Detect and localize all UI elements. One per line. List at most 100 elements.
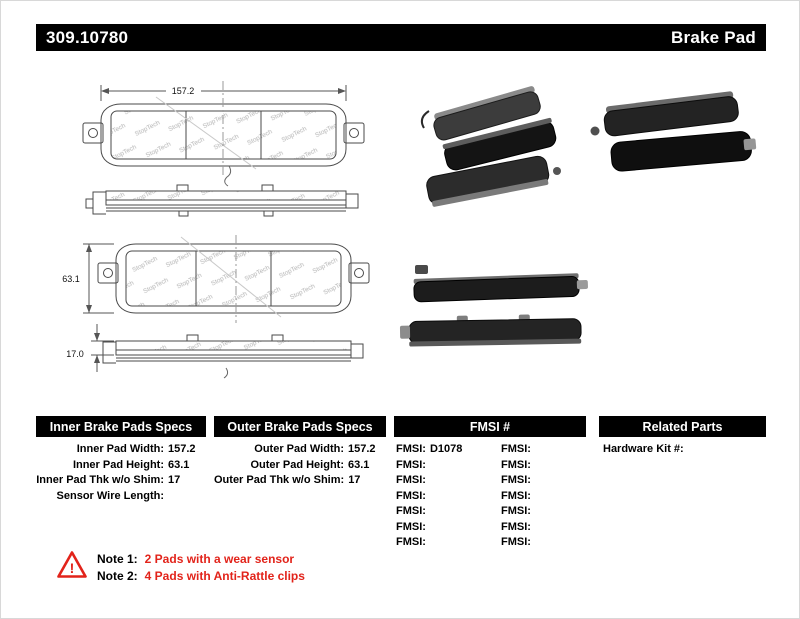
fmsi-row: FMSI:: [396, 504, 496, 520]
pad-side-view-top: [85, 184, 359, 217]
fmsi-value: [426, 535, 430, 551]
fmsi-label: FMSI:: [501, 520, 531, 533]
spec-label: Outer Pad Width:: [254, 443, 344, 455]
spec-value: 63.1: [168, 458, 190, 471]
spec-row: Inner Pad Width: 157.2: [36, 442, 206, 458]
fmsi-header: FMSI #: [394, 416, 586, 437]
fmsi-value: [426, 489, 430, 505]
dim-width-label: 157.2: [172, 86, 195, 96]
warning-exclamation: !: [70, 560, 75, 576]
fmsi-value: [531, 489, 535, 505]
fmsi-label: FMSI:: [501, 536, 531, 548]
inner-specs-header: Inner Brake Pads Specs: [36, 416, 206, 437]
fmsi-label: FMSI:: [396, 474, 426, 486]
spec-value: 157.2: [348, 443, 376, 455]
fmsi-value: [426, 458, 430, 474]
fmsi-value: [531, 442, 535, 458]
fmsi-row: FMSI:: [501, 504, 586, 520]
part-number: 309.10780: [46, 27, 129, 47]
title-bar: 309.10780 Brake Pad: [36, 24, 766, 51]
spec-label: Inner Pad Thk w/o Shim:: [36, 474, 164, 486]
spec-value: 17: [168, 474, 181, 486]
spec-row: Outer Pad Width: 157.2: [214, 442, 386, 458]
related-parts-header: Related Parts: [599, 416, 766, 437]
fmsi-label: FMSI:: [396, 489, 426, 502]
fmsi-column-right: FMSI: FMSI: FMSI: FMSI: FMSI: FMSI: FMSI…: [501, 442, 586, 551]
outer-specs-header: Outer Brake Pads Specs: [214, 416, 386, 437]
outer-specs-rows: Outer Pad Width: 157.2 Outer Pad Height: 6…: [214, 442, 386, 489]
related-parts-rows: Hardware Kit #:: [603, 442, 766, 458]
fmsi-label: FMSI:: [501, 474, 531, 486]
spec-row: Hardware Kit #:: [603, 442, 766, 458]
spec-value: 157.2: [168, 443, 196, 455]
fmsi-row: FMSI:: [501, 442, 586, 458]
spec-value: 63.1: [348, 458, 370, 471]
fmsi-label: FMSI:: [396, 505, 426, 517]
photo-pad-pair-center: [399, 265, 588, 347]
note-label: Note 2:: [97, 569, 138, 583]
spec-label: Hardware Kit #:: [603, 443, 684, 455]
fmsi-value: [426, 520, 430, 536]
fmsi-row: FMSI:: [396, 458, 496, 474]
spec-row: Outer Pad Height: 63.1: [214, 458, 386, 474]
fmsi-value: [426, 473, 430, 489]
note-line: Note 2: 4 Pads with Anti-Rattle clips: [97, 568, 305, 585]
notes-block: Note 1: 2 Pads with a wear sensor Note 2:…: [97, 551, 305, 585]
product-title: Brake Pad: [671, 27, 756, 47]
spec-label: Sensor Wire Length:: [56, 489, 164, 502]
spec-row: Inner Pad Thk w/o Shim: 17: [36, 473, 206, 489]
spec-label: Outer Pad Thk w/o Shim:: [214, 474, 345, 486]
fmsi-row: FMSI:: [501, 473, 586, 489]
fmsi-value: [531, 520, 535, 536]
fmsi-row: FMSI:: [396, 473, 496, 489]
fmsi-label: FMSI:: [501, 443, 531, 455]
fmsi-row: FMSI:: [396, 535, 496, 551]
fmsi-label: FMSI:: [396, 536, 426, 548]
spec-value: [164, 489, 206, 505]
dimension-height: 63.1: [62, 243, 114, 314]
fmsi-column-left: FMSI:D1078 FMSI: FMSI: FMSI: FMSI: FMSI:…: [396, 442, 496, 551]
spec-label: Inner Pad Height:: [72, 458, 164, 471]
warning-triangle-icon: !: [57, 550, 87, 584]
fmsi-value: [531, 458, 535, 474]
inner-specs-rows: Inner Pad Width: 157.2 Inner Pad Height: 6…: [36, 442, 206, 504]
spec-value: 17: [348, 474, 361, 486]
fmsi-label: FMSI:: [501, 489, 531, 502]
dimension-thickness: 17.0: [66, 324, 114, 372]
pad-side-view-bottom: [102, 334, 364, 379]
technical-drawing: StopTech StopTech 157.2: [62, 81, 370, 379]
fmsi-row: FMSI:: [396, 489, 496, 505]
dim-thickness-label: 17.0: [66, 349, 84, 359]
fmsi-label: FMSI:: [396, 443, 426, 455]
fmsi-row: FMSI:: [501, 458, 586, 474]
note-text: 2 Pads with a wear sensor: [144, 552, 295, 566]
product-photos: [399, 86, 757, 347]
photo-pad-set-left: [420, 86, 561, 207]
spec-value: [684, 442, 726, 458]
fmsi-value: [531, 535, 535, 551]
fmsi-value: [426, 504, 430, 520]
fmsi-value: [531, 504, 535, 520]
fmsi-row: FMSI:: [501, 535, 586, 551]
spec-label: Inner Pad Width:: [76, 443, 164, 455]
fmsi-row: FMSI:D1078: [396, 442, 496, 458]
spec-label: Outer Pad Height:: [250, 458, 344, 471]
spec-row: Inner Pad Height: 63.1: [36, 458, 206, 474]
pad-front-view-bottom: [97, 235, 370, 323]
spec-row: Outer Pad Thk w/o Shim:17: [214, 473, 386, 489]
fmsi-label: FMSI:: [501, 505, 531, 517]
photo-pad-set-right: [590, 91, 757, 172]
pad-front-view-top: [82, 81, 365, 187]
spec-row: Sensor Wire Length:: [36, 489, 206, 505]
fmsi-label: FMSI:: [396, 520, 426, 533]
note-line: Note 1: 2 Pads with a wear sensor: [97, 551, 305, 568]
note-label: Note 1:: [97, 552, 138, 566]
note-text: 4 Pads with Anti-Rattle clips: [144, 569, 305, 583]
fmsi-value: D1078: [429, 443, 463, 455]
dim-height-label: 63.1: [62, 274, 80, 284]
fmsi-label: FMSI:: [396, 458, 426, 471]
fmsi-row: FMSI:: [501, 489, 586, 505]
dimension-width: 157.2: [100, 85, 347, 101]
fmsi-row: FMSI:: [501, 520, 586, 536]
